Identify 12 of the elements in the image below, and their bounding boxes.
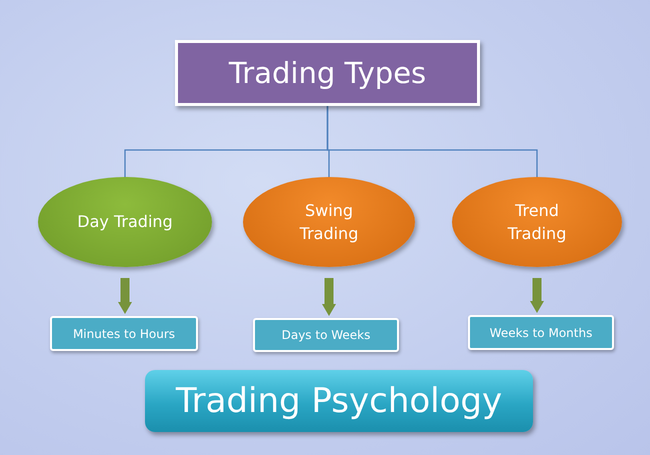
duration-box: Days to Weeks [253, 318, 399, 352]
category-ellipse: Trend Trading [452, 177, 622, 267]
block-arrow [530, 278, 544, 313]
duration-box: Weeks to Months [468, 315, 614, 350]
connector-line [326, 106, 538, 178]
category-ellipse: Swing Trading [243, 177, 415, 267]
block-arrow [118, 278, 132, 314]
banner-box: Trading Psychology [145, 370, 533, 432]
block-arrow [322, 278, 336, 316]
title-box: Trading Types [175, 40, 480, 106]
category-ellipse: Day Trading [38, 177, 212, 267]
duration-box: Minutes to Hours [50, 316, 198, 351]
